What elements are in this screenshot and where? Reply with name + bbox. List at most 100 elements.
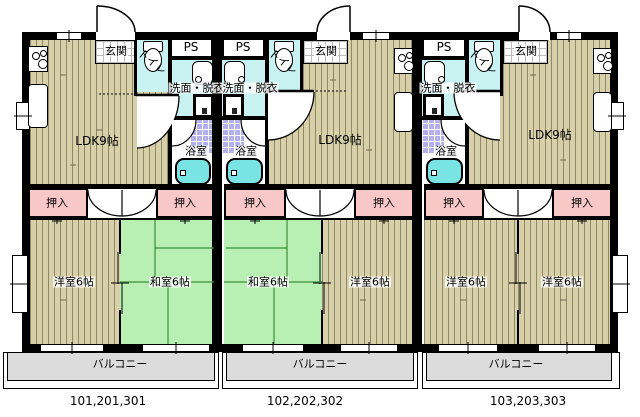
unit2-ldk-label: LDK9帖	[318, 133, 362, 147]
unit1-wall-band-bottom	[24, 218, 214, 220]
window-ticks	[10, 30, 630, 354]
unit3-room-right-label: 洋室6帖	[541, 275, 583, 289]
unit1-entry-opening	[96, 32, 135, 40]
unit2-wall-band-bottom	[224, 218, 414, 220]
unit3-washer-icon	[423, 94, 444, 118]
burner-icon	[404, 61, 414, 71]
unit3-numbers-label: 103,203,303	[489, 394, 567, 408]
unit2-balcony-label: バルコニー	[292, 357, 348, 371]
unit2-bathtub-icon	[226, 158, 263, 185]
unit2-stove-icon	[394, 48, 414, 74]
unit2-ps-label: PS	[235, 40, 251, 54]
unit2-balcony	[226, 352, 414, 381]
unit2-bathroom-label: 浴室	[234, 144, 258, 158]
unit2-genkan-label: 玄関	[314, 44, 338, 58]
unit3-bathtub-icon	[426, 158, 463, 185]
washer-dot	[232, 108, 237, 114]
unit1-wall-wash-bath	[168, 116, 213, 120]
unit2-toilet-bowl-icon	[275, 48, 293, 72]
unit1-closet-right-label: 押入	[174, 196, 196, 210]
unit3-wall-band	[424, 184, 612, 189]
room-double-doors	[87, 189, 553, 217]
unit1-bathroom-label: 浴室	[184, 144, 208, 158]
unit2-ldk-floor	[303, 40, 412, 188]
unit1-balcony-label: バルコニー	[92, 357, 148, 371]
unit3-kitchen-sink-icon	[593, 92, 612, 132]
unit2-kitchen-sink-icon	[394, 92, 413, 132]
unit1-washroom-label: 洗面・脱衣	[168, 81, 226, 95]
unit2-room-right-label: 洋室6帖	[349, 275, 391, 289]
unit1-balcony	[7, 352, 215, 381]
unit1-ldk-label: LDK9帖	[75, 134, 119, 148]
tub-dot	[180, 170, 186, 176]
unit2-wall-toilet-genkan	[300, 32, 303, 96]
unit2-closet-left-label: 押入	[244, 196, 266, 210]
unit2-numbers-label: 102,202,302	[266, 394, 344, 408]
wall-left	[22, 32, 30, 352]
unit3-washroom-label: 洗面・脱衣	[419, 81, 477, 95]
unit3-closet-left	[424, 188, 484, 218]
burner-icon	[406, 52, 413, 59]
unit1-ps-label: PS	[183, 40, 199, 54]
burner-icon	[38, 59, 48, 69]
burner-icon	[605, 52, 612, 59]
unit1-closet-left-label: 押入	[46, 196, 68, 210]
unit3-balcony	[426, 352, 612, 381]
unit3-genkan-label: 玄関	[514, 44, 538, 58]
unit2-entry-opening	[317, 32, 350, 40]
unit3-balcony-label: バルコニー	[488, 357, 544, 371]
unit1-room-right-label: 和室6帖	[149, 275, 191, 289]
closet-center-marks	[52, 218, 587, 224]
unit1-washer-icon	[193, 94, 214, 118]
unit1-closet-left	[26, 188, 88, 218]
bath-door-swings	[171, 119, 466, 147]
sliding-doors	[111, 220, 527, 344]
unit3-closet-right-label: 押入	[571, 196, 593, 210]
unit3-toilet-bowl-icon	[475, 48, 493, 72]
wall-divider-2	[412, 32, 422, 352]
unit1-room-left-label: 洋室6帖	[53, 275, 95, 289]
unit1-toilet-bowl-icon	[144, 48, 162, 72]
unit2-wall-ps-bottom	[222, 56, 266, 60]
unit2-wall-band	[224, 184, 414, 189]
unit1-kitchen-sink-icon	[28, 84, 48, 128]
unit1-numbers-label: 101,201,301	[69, 394, 147, 408]
unit3-entry-opening	[519, 32, 550, 40]
unit1-stove-icon	[28, 46, 48, 72]
burner-icon	[603, 61, 613, 71]
unit2-wall-column	[265, 32, 269, 188]
unit2-closet-right-label: 押入	[373, 196, 395, 210]
unit1-wall-band	[24, 184, 214, 189]
washer-dot	[432, 108, 437, 114]
unit3-closet-left-label: 押入	[443, 196, 465, 210]
burner-icon	[32, 52, 40, 60]
wall-divider-1	[212, 32, 222, 352]
washer-dot	[202, 108, 207, 114]
unit3-ldk-floor	[503, 40, 610, 188]
unit1-wall-ps-bottom	[168, 56, 213, 60]
unit3-room-left-label: 洋室6帖	[445, 275, 487, 289]
unit2-washroom-label: 洗面・脱衣	[221, 81, 279, 95]
unit1-wall-genkan-toilet	[134, 32, 137, 96]
wall-right	[610, 32, 618, 352]
unit1-closet-right	[156, 188, 214, 218]
tub-dot	[231, 170, 237, 176]
unit3-wall-toilet-genkan	[500, 32, 503, 96]
ldk-door-swings	[99, 89, 501, 149]
unit3-closet-right	[552, 188, 612, 218]
unit3-ps-label: PS	[436, 40, 452, 54]
unit3-wall-wash-bath	[422, 116, 466, 120]
unit3-stove-icon	[593, 48, 613, 74]
unit2-closet-right	[354, 188, 414, 218]
wall-bottom	[22, 344, 618, 352]
unit3-ldk-label: LDK9帖	[528, 128, 572, 142]
unit2-wall-wash-bath	[222, 116, 266, 120]
unit2-room-left-label: 和室6帖	[247, 275, 289, 289]
unit3-wall-band-bottom	[424, 218, 612, 220]
burner-icon	[597, 54, 605, 62]
entrance-door-arcs	[96, 5, 551, 33]
unit2-closet-left	[224, 188, 286, 218]
burner-icon	[40, 50, 47, 57]
